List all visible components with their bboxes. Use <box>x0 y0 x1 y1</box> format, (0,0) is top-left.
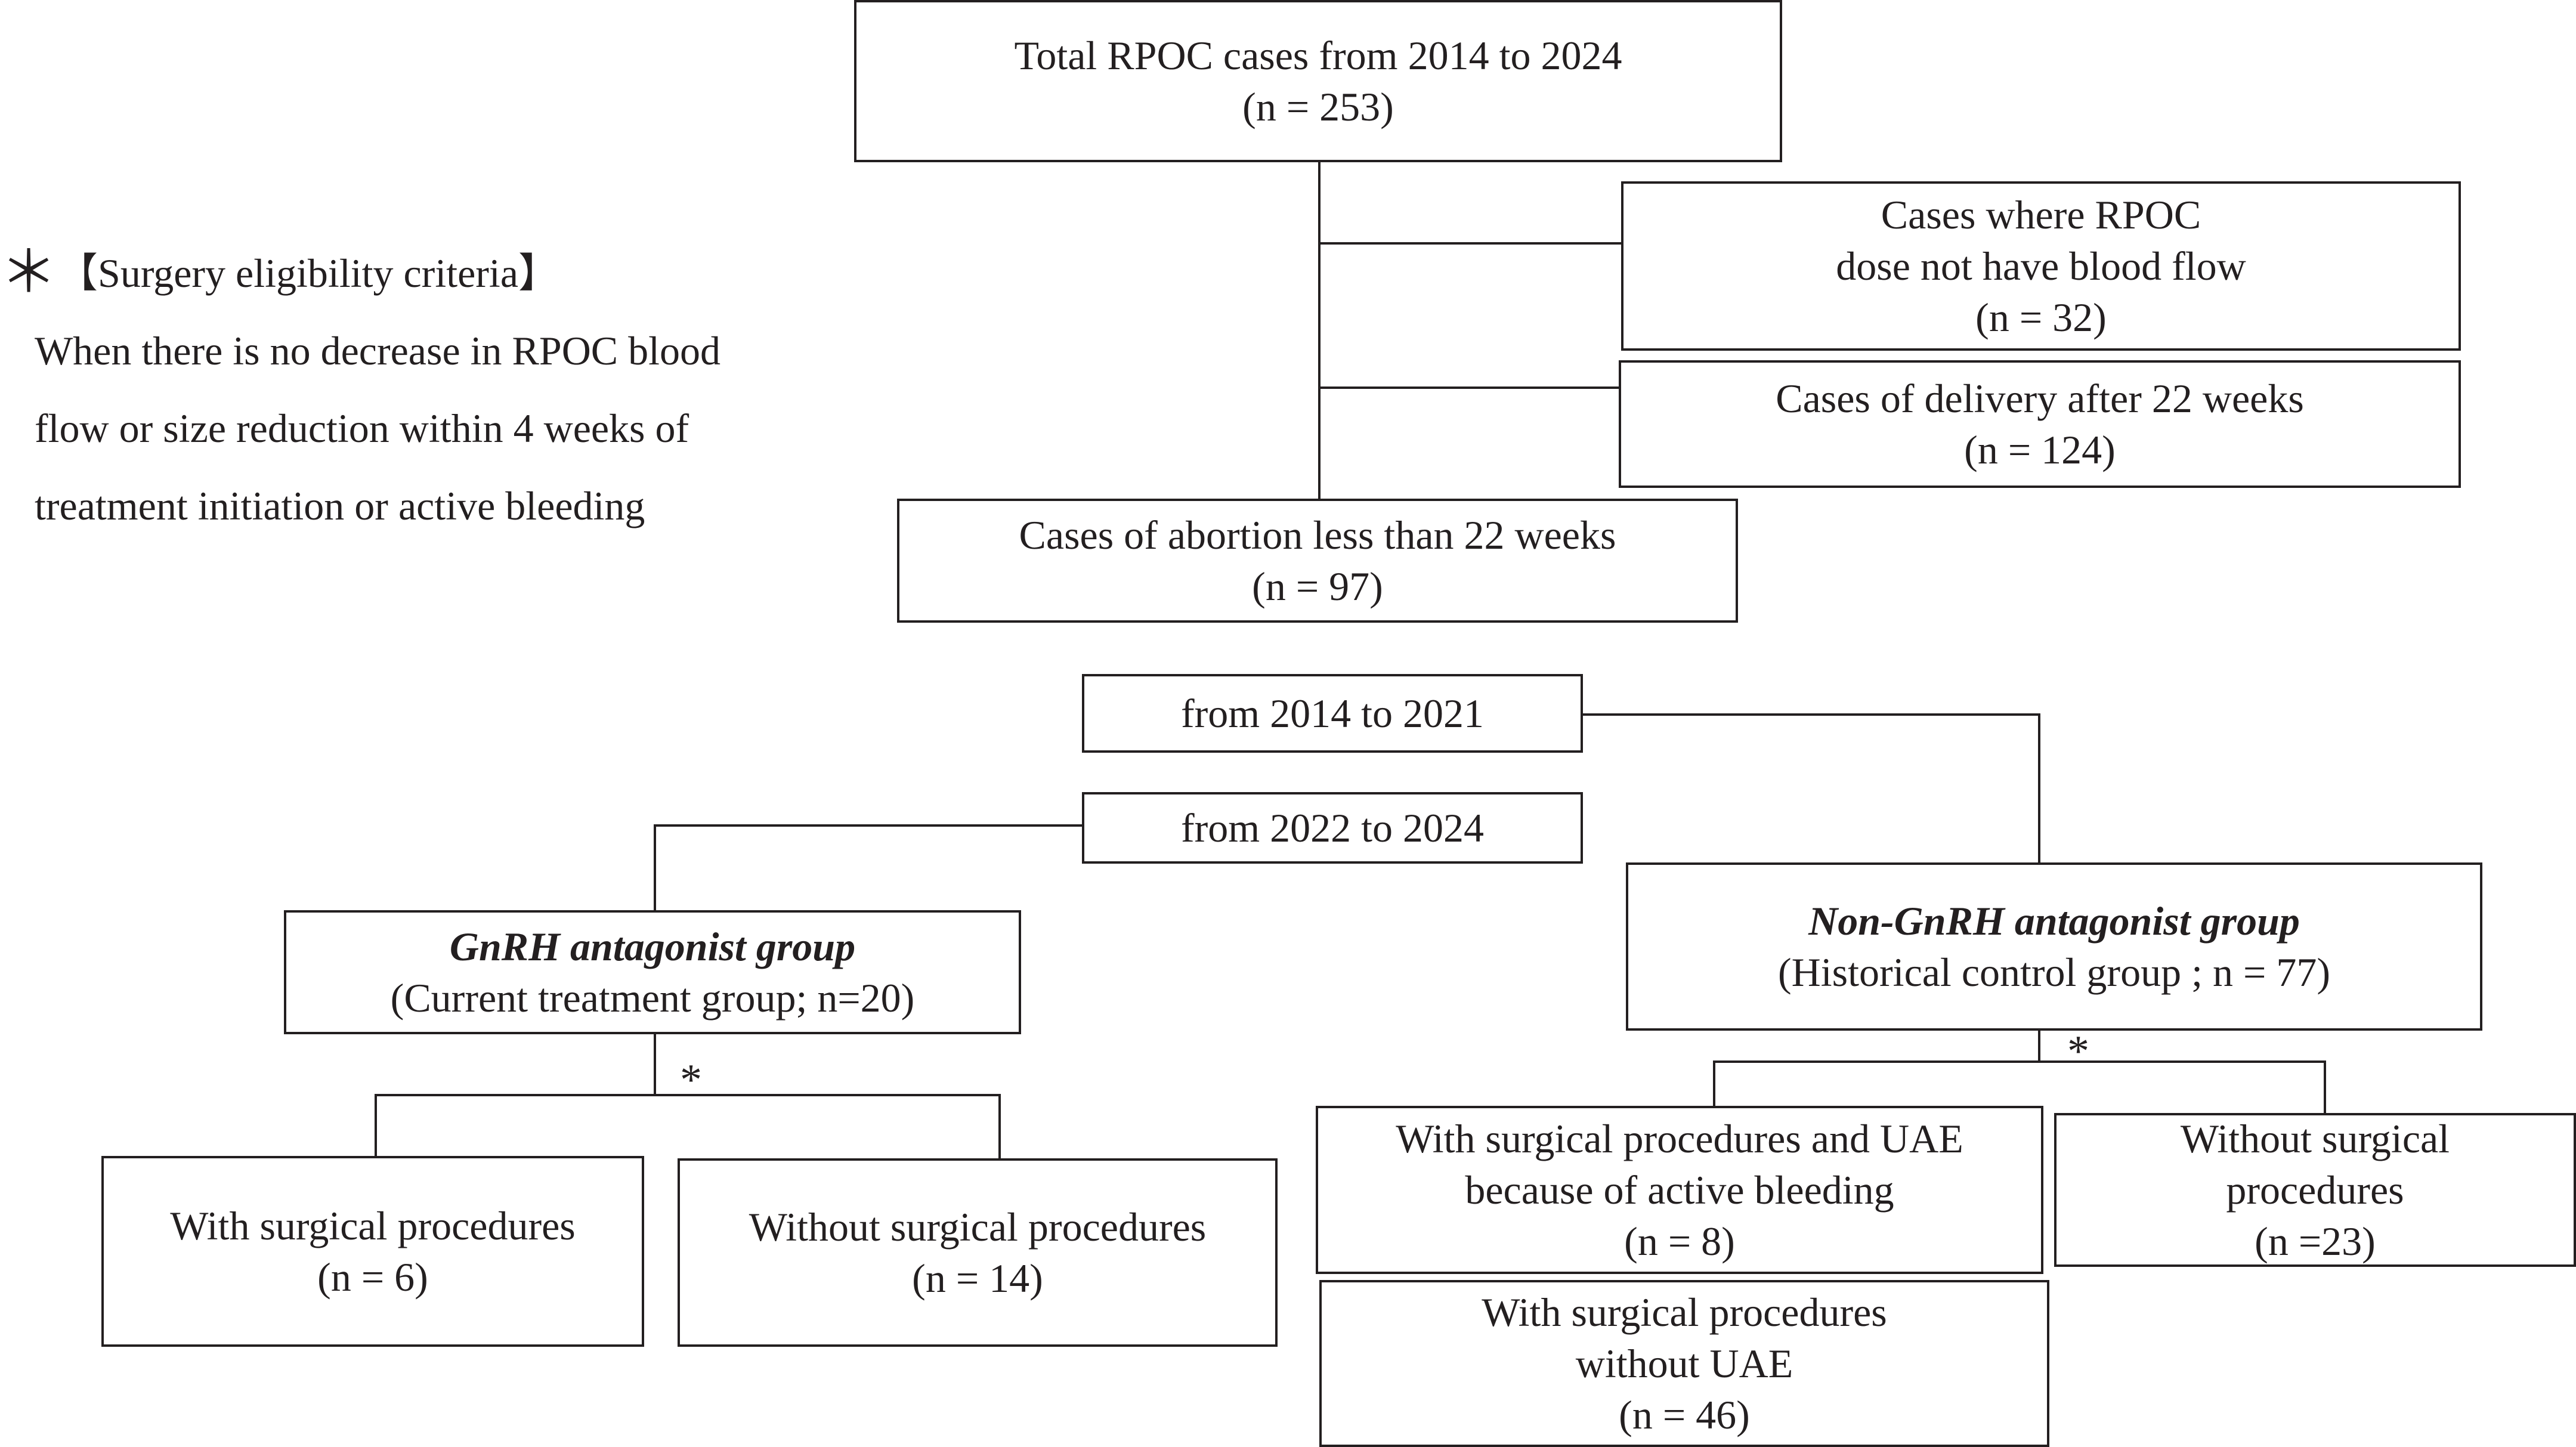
period-2014-2021-box: from 2014 to 2021 <box>1082 674 1583 753</box>
criteria-line: flow or size reduction within 4 weeks of <box>35 406 689 451</box>
box-count: (n = 253) <box>1242 84 1394 129</box>
box-text: Without surgical <box>2180 1116 2450 1161</box>
box-text: procedures <box>2226 1167 2404 1213</box>
delivery-box: Cases of delivery after 22 weeks (n = 12… <box>1619 360 2461 488</box>
no-blood-flow-box: Cases where RPOC dose not have blood flo… <box>1621 181 2461 351</box>
criteria-line: treatment initiation or active bleeding <box>35 483 645 528</box>
surgery-eligibility-note: ＊【Surgery eligibility criteria】 When the… <box>0 234 865 545</box>
gnrh-without-surgical-box: Without surgical procedures (n = 14) <box>678 1158 1278 1347</box>
connector-line <box>1318 160 1321 501</box>
box-count: (n =23) <box>2255 1219 2376 1264</box>
box-count: (n = 14) <box>912 1256 1043 1301</box>
connector-line <box>655 824 1083 827</box>
box-count: (n = 6) <box>317 1254 428 1300</box>
box-text: Cases of delivery after 22 weeks <box>1776 376 2304 421</box>
gnrh-group-box: GnRH antagonist group (Current treatment… <box>284 910 1021 1034</box>
non-gnrh-surgical-no-uae-box: With surgical procedures without UAE (n … <box>1319 1280 2049 1447</box>
abortion-box: Cases of abortion less than 22 weeks (n … <box>897 499 1738 623</box>
criteria-heading: ＊【Surgery eligibility criteria】 <box>0 234 865 312</box>
box-count: (n = 32) <box>1975 295 2107 340</box>
box-text: from 2014 to 2021 <box>1180 691 1485 736</box>
gnrh-split-asterisk: * <box>680 1056 702 1105</box>
connector-line <box>654 1032 656 1095</box>
box-text: dose not have blood flow <box>1836 243 2246 289</box>
group-title: Non-GnRH antagonist group <box>1808 898 2300 944</box>
box-text: Total RPOC cases from 2014 to 2024 <box>1014 33 1622 78</box>
connector-line <box>998 1094 1001 1158</box>
group-title: GnRH antagonist group <box>449 924 856 969</box>
box-text: without UAE <box>1575 1341 1793 1386</box>
connector-line <box>2324 1060 2326 1115</box>
criteria-asterisk: ＊ <box>0 240 57 304</box>
gnrh-with-surgical-box: With surgical procedures (n = 6) <box>101 1156 644 1347</box>
non-gnrh-group-box: Non-GnRH antagonist group (Historical co… <box>1626 862 2482 1031</box>
box-text: Without surgical procedures <box>749 1204 1207 1250</box>
box-text: With surgical procedures and UAE <box>1396 1116 1963 1161</box>
total-cases-box: Total RPOC cases from 2014 to 2024 (n = … <box>854 0 1782 162</box>
period-2022-2024-box: from 2022 to 2024 <box>1082 792 1583 864</box>
connector-line <box>2038 1028 2040 1063</box>
connector-line <box>2038 713 2040 865</box>
connector-line <box>1714 1060 2326 1063</box>
box-text: Cases where RPOC <box>1881 192 2201 237</box>
connector-line <box>1713 1060 1715 1109</box>
box-count: (n = 124) <box>1964 427 2116 472</box>
criteria-title: 【Surgery eligibility criteria】 <box>57 251 559 296</box>
group-subtitle: (Current treatment group; n=20) <box>390 975 915 1021</box>
non-gnrh-surgical-uae-box: With surgical procedures and UAE because… <box>1316 1106 2043 1274</box>
box-text: because of active bleeding <box>1465 1167 1894 1213</box>
box-count: (n = 46) <box>1619 1392 1750 1437</box>
box-count: (n = 97) <box>1252 564 1383 609</box>
connector-line <box>654 824 656 913</box>
connector-line <box>1581 713 2040 716</box>
non-gnrh-without-surgical-box: Without surgical procedures (n =23) <box>2054 1113 2576 1267</box>
group-subtitle: (Historical control group ; n = 77) <box>1778 950 2330 995</box>
connector-line <box>375 1094 377 1158</box>
connector-line <box>376 1094 1001 1096</box>
box-text: With surgical procedures <box>170 1203 576 1248</box>
connector-line <box>1318 242 1622 245</box>
box-text: from 2022 to 2024 <box>1180 805 1485 851</box>
connector-line <box>1318 387 1621 389</box>
criteria-line: When there is no decrease in RPOC blood <box>35 328 721 373</box>
box-text: Cases of abortion less than 22 weeks <box>1019 512 1616 558</box>
non-gnrh-split-asterisk: * <box>2067 1027 2089 1076</box>
box-text: With surgical procedures <box>1482 1290 1887 1335</box>
box-count: (n = 8) <box>1624 1219 1735 1264</box>
